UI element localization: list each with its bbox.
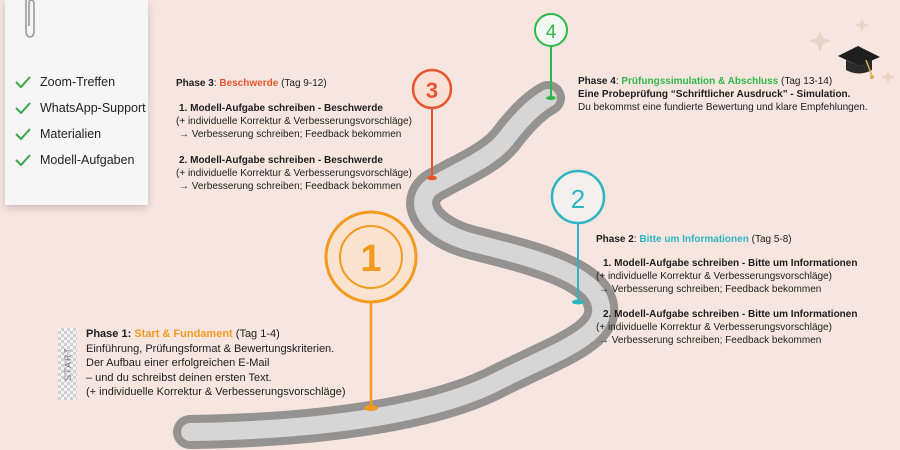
feature-label: Modell-Aufgaben: [40, 153, 135, 167]
milestone-1: 1: [324, 210, 418, 411]
milestone-3: 3: [411, 68, 453, 181]
phase-1-heading: Phase 1: Start & Fundament (Tag 1-4): [86, 328, 280, 340]
phase-2-task-2-line1: (+ individuelle Korrektur & Verbesserung…: [596, 322, 832, 333]
start-label: START: [62, 347, 73, 381]
phase-3-heading: Phase 3: Beschwerde (Tag 9-12): [176, 78, 327, 89]
phase-3-task-1-line2: → Verbesserung schreiben; Feedback bekom…: [179, 129, 402, 140]
check-icon: [15, 128, 31, 140]
check-icon: [15, 154, 31, 166]
phase-4-heading: Phase 4: Prüfungssimulation & Abschluss …: [578, 76, 833, 87]
phase-4-line2: Du bekommst eine fundierte Bewertung und…: [578, 102, 868, 113]
check-icon: [15, 76, 31, 88]
phase-2-task-2-line2: → Verbesserung schreiben; Feedback bekom…: [599, 335, 822, 346]
phase-3-task-1-title: 1. Modell-Aufgabe schreiben - Beschwerde: [179, 103, 383, 114]
feature-item-materialien: Materialien: [15, 127, 101, 141]
milestone-4-number: 4: [546, 22, 557, 43]
phase-1-line2: Der Aufbau einer erfolgreichen E-Mail: [86, 357, 270, 369]
phase-2-task-1-line2: → Verbesserung schreiben; Feedback bekom…: [599, 284, 822, 295]
sparkle-icon: [809, 18, 895, 84]
milestone-2: 2: [550, 169, 606, 305]
phase-3-block: Phase 3: Beschwerde (Tag 9-12) 1. Modell…: [176, 77, 412, 193]
road-highlight: [181, 89, 611, 441]
graduation-cap-icon: [838, 46, 880, 79]
phase-1-line4: (+ individuelle Korrektur & Verbesserung…: [86, 386, 346, 398]
milestone-3-number: 3: [426, 78, 438, 103]
feature-label: WhatsApp-Support: [40, 101, 146, 115]
phase-2-block: Phase 2: Bitte um Informationen (Tag 5-8…: [596, 233, 857, 347]
phase-2-task-1-line1: (+ individuelle Korrektur & Verbesserung…: [596, 271, 832, 282]
feature-card: Zoom-Treffen WhatsApp-Support Materialie…: [5, 0, 148, 205]
start-marker: START: [58, 328, 77, 400]
feature-label: Zoom-Treffen: [40, 75, 116, 89]
paperclip-icon: [25, 0, 35, 38]
feature-item-whatsapp: WhatsApp-Support: [15, 101, 146, 115]
phase-4-line1: Eine Probeprüfung “Schriftlicher Ausdruc…: [578, 89, 851, 100]
phase-2-task-2-title: 2. Modell-Aufgabe schreiben - Bitte um I…: [603, 309, 858, 320]
phase-1-line1: Einführung, Prüfungsformat & Bewertungsk…: [86, 342, 335, 355]
phase-2-task-1-title: 1. Modell-Aufgabe schreiben - Bitte um I…: [603, 258, 858, 269]
phase-1-block: Phase 1: Start & Fundament (Tag 1-4) Ein…: [86, 327, 346, 400]
phase-3-task-2-line1: (+ individuelle Korrektur & Verbesserung…: [176, 168, 412, 179]
phase-1-line3: – und du schreibst deinen ersten Text.: [86, 371, 272, 384]
phase-4-block: Phase 4: Prüfungssimulation & Abschluss …: [578, 75, 868, 114]
milestone-4: 4: [534, 13, 568, 100]
feature-label: Materialien: [40, 127, 102, 141]
phase-3-task-2-title: 2. Modell-Aufgabe schreiben - Beschwerde: [179, 155, 383, 166]
phase-3-task-1-line1: (+ individuelle Korrektur & Verbesserung…: [176, 116, 412, 127]
feature-item-zoom: Zoom-Treffen: [15, 75, 115, 89]
milestone-1-number: 1: [360, 238, 381, 280]
check-icon: [15, 102, 31, 114]
feature-item-modell-aufgaben: Modell-Aufgaben: [15, 153, 135, 167]
phase-3-task-2-line2: → Verbesserung schreiben; Feedback bekom…: [179, 181, 402, 192]
milestone-2-number: 2: [571, 184, 585, 214]
phase-2-heading: Phase 2: Bitte um Informationen (Tag 5-8…: [596, 234, 792, 245]
